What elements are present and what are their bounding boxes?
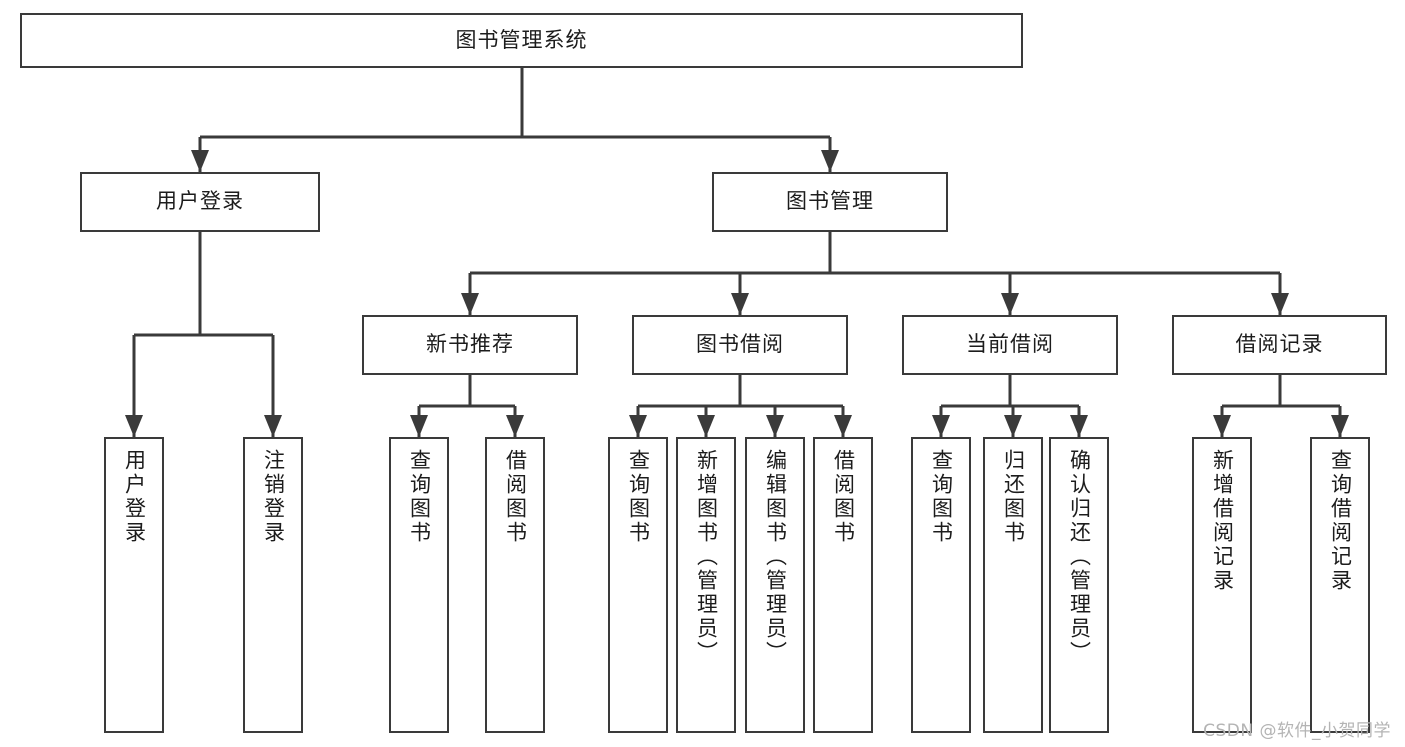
node-leaf-3[interactable]: 查询图书: [389, 437, 449, 733]
node-label: 当前借阅: [966, 332, 1054, 357]
arrowhead-icon: [697, 415, 715, 437]
node-current-borrow[interactable]: 当前借阅: [902, 315, 1118, 375]
node-label: 查询图书: [929, 449, 954, 545]
arrowhead-icon: [506, 415, 524, 437]
node-label: 查询借阅记录: [1328, 449, 1353, 593]
arrowhead-icon: [1004, 415, 1022, 437]
arrowhead-icon: [1070, 415, 1088, 437]
node-leaf-5[interactable]: 查询图书: [608, 437, 668, 733]
arrowhead-icon: [731, 293, 749, 315]
node-label: 图书管理: [786, 189, 874, 214]
node-book-manage[interactable]: 图书管理: [712, 172, 948, 232]
node-label: 注销登录: [261, 449, 286, 545]
arrowhead-icon: [932, 415, 950, 437]
node-label: 借阅记录: [1235, 332, 1324, 357]
node-label: 查询图书: [626, 449, 651, 545]
node-label: 查询图书: [407, 449, 432, 545]
arrowhead-icon: [410, 415, 428, 437]
node-label: 图书管理系统: [455, 27, 588, 52]
node-book-borrow[interactable]: 图书借阅: [632, 315, 848, 375]
node-leaf-6[interactable]: 新增图书（管理员）: [676, 437, 736, 733]
arrowhead-icon: [834, 415, 852, 437]
arrowhead-icon: [1001, 293, 1019, 315]
node-label: 用户登录: [156, 189, 244, 214]
node-new-book-rec[interactable]: 新书推荐: [362, 315, 578, 375]
arrowhead-icon: [191, 150, 209, 172]
arrowhead-icon: [766, 415, 784, 437]
node-leaf-2[interactable]: 注销登录: [243, 437, 303, 733]
csdn-watermark: CSDN @软件_小贺同学: [1203, 721, 1391, 741]
node-leaf-12[interactable]: 新增借阅记录: [1192, 437, 1252, 733]
arrowhead-icon: [264, 415, 282, 437]
node-user-login[interactable]: 用户登录: [80, 172, 320, 232]
node-leaf-9[interactable]: 查询图书: [911, 437, 971, 733]
node-label: 确认归还（管理员）: [1067, 449, 1092, 665]
node-leaf-13[interactable]: 查询借阅记录: [1310, 437, 1370, 733]
arrowhead-icon: [1331, 415, 1349, 437]
node-label: 新增图书（管理员）: [694, 449, 719, 665]
arrowhead-icon: [821, 150, 839, 172]
arrowhead-icon: [125, 415, 143, 437]
node-label: 借阅图书: [503, 449, 528, 545]
node-leaf-4[interactable]: 借阅图书: [485, 437, 545, 733]
node-label: 归还图书: [1001, 449, 1026, 545]
node-leaf-8[interactable]: 借阅图书: [813, 437, 873, 733]
arrowhead-icon: [1271, 293, 1289, 315]
node-borrow-record[interactable]: 借阅记录: [1172, 315, 1387, 375]
arrowhead-icon: [629, 415, 647, 437]
node-label: 新增借阅记录: [1210, 449, 1235, 593]
arrowhead-icon: [1213, 415, 1231, 437]
node-leaf-11[interactable]: 确认归还（管理员）: [1049, 437, 1109, 733]
arrowhead-icon: [461, 293, 479, 315]
node-leaf-7[interactable]: 编辑图书（管理员）: [745, 437, 805, 733]
node-label: 借阅图书: [831, 449, 856, 545]
node-label: 用户登录: [122, 449, 147, 545]
node-label: 编辑图书（管理员）: [763, 449, 788, 665]
node-root[interactable]: 图书管理系统: [20, 13, 1023, 68]
node-leaf-1[interactable]: 用户登录: [104, 437, 164, 733]
node-label: 图书借阅: [696, 332, 784, 357]
node-leaf-10[interactable]: 归还图书: [983, 437, 1043, 733]
node-label: 新书推荐: [426, 332, 514, 357]
